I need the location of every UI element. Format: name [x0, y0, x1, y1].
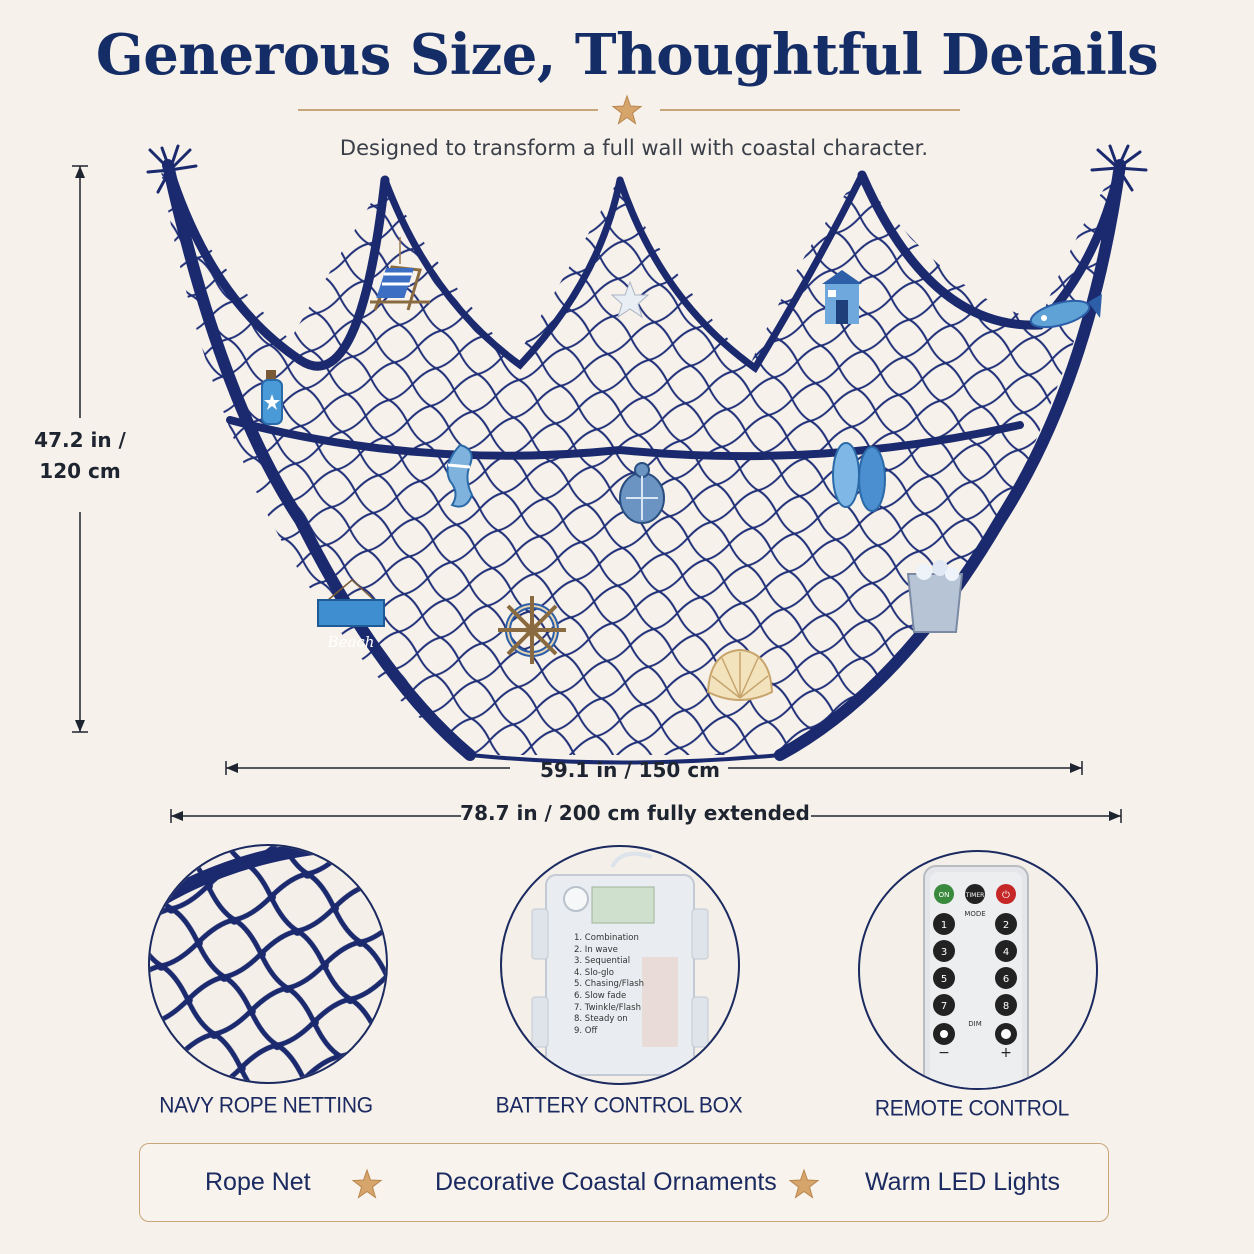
battery-mode-item: 4. Slo-glo: [574, 967, 614, 978]
svg-text:7: 7: [941, 1001, 947, 1012]
remote-timer-button: [965, 884, 985, 904]
svg-text:4: 4: [1003, 947, 1009, 958]
contents-banner: [139, 1143, 1109, 1222]
title-divider-right: [660, 109, 960, 111]
netting-closeup-image: [150, 846, 386, 1082]
starfish-separator-icon: [351, 1168, 383, 1199]
svg-text:2: 2: [1003, 920, 1009, 931]
starfish-separator-icon: [788, 1168, 820, 1199]
remote-power-button: [996, 884, 1016, 904]
remote-control-image: ON TIMER ⏻ MODE 1 3 5 7 2 4 6 8 DIM − +: [923, 865, 1029, 1088]
netting-closeup: [148, 844, 388, 1084]
height-label-line1: 47.2 in /: [34, 428, 126, 452]
extended-width-label: 78.7 in / 200 cm fully extended: [460, 801, 810, 825]
battery-box-closeup: 1. Combination 2. In wave 3. Sequential …: [500, 845, 740, 1085]
remote-left-keys: 1 3 5 7: [933, 913, 955, 1016]
width-label: 59.1 in / 150 cm: [539, 758, 721, 782]
remote-right-keys: 2 4 6 8: [995, 913, 1017, 1016]
fish-ornament: [1029, 294, 1102, 329]
battery-mode-item: 6. Slow fade: [574, 990, 627, 1001]
starfish-divider-icon: [611, 94, 643, 125]
ship-wheel-ornament: [498, 596, 566, 664]
battery-mode-item: 8. Steady on: [574, 1014, 628, 1025]
svg-text:TIMER: TIMER: [965, 892, 985, 899]
svg-text:⏻: ⏻: [1002, 890, 1010, 901]
page-subtitle: Designed to transform a full wall with c…: [339, 136, 929, 160]
svg-text:6: 6: [1003, 974, 1009, 985]
flip-flops-ornament: [832, 442, 886, 512]
banner-item-ornaments: Decorative Coastal Ornaments: [435, 1168, 777, 1196]
width-dimension-line: [225, 761, 1083, 775]
beach-sign-text: Beach: [327, 633, 375, 651]
beach-sign-ornament: [317, 579, 385, 627]
bottle-ornament: [261, 370, 283, 425]
battery-mode-item: 2. In wave: [574, 944, 618, 955]
battery-box-image: [531, 851, 709, 1076]
svg-text:1: 1: [941, 920, 947, 931]
rope-right-edge: [774, 159, 1126, 761]
svg-text:−: −: [938, 1045, 950, 1061]
title-divider-left: [298, 109, 598, 111]
battery-mode-item: 9. Off: [574, 1025, 598, 1036]
beach-chair-ornament: [370, 237, 430, 311]
svg-text:+: +: [1000, 1045, 1012, 1061]
silver-starfish-ornament: [610, 280, 650, 319]
svg-text:ON: ON: [939, 891, 950, 899]
extended-width-dimension-line: [170, 809, 1122, 823]
height-label-line2: 120 cm: [39, 459, 121, 483]
rope-middle-swag: [226, 416, 1024, 461]
battery-mode-item: 7. Twinkle/Flash: [574, 1002, 641, 1013]
beach-hut-ornament: [822, 270, 862, 324]
rope-left-edge: [162, 159, 476, 761]
remote-caption: REMOTE CONTROL: [874, 1096, 1070, 1121]
remote-control-closeup: ON TIMER ⏻ MODE 1 3 5 7 2 4 6 8 DIM − +: [858, 850, 1098, 1090]
svg-text:8: 8: [1003, 1001, 1009, 1012]
battery-mode-item: 3. Sequential: [574, 956, 631, 967]
page-title: Generous Size, Thoughtful Details: [95, 22, 1159, 88]
banner-item-led-lights: Warm LED Lights: [865, 1168, 1060, 1196]
remote-on-button: [934, 884, 954, 904]
battery-mode-list: 1. Combination 2. In wave 3. Sequential …: [574, 933, 644, 1037]
turtle-ornament: [619, 462, 665, 524]
rope-tassel-left: [146, 144, 198, 194]
svg-text:3: 3: [941, 947, 947, 958]
battery-box-caption: BATTERY CONTROL BOX: [495, 1093, 743, 1118]
fishing-net-illustration: Beach: [146, 144, 1148, 765]
battery-mode-item: 5. Chasing/Flash: [574, 979, 645, 990]
seahorse-ornament: [446, 443, 474, 508]
svg-text:5: 5: [941, 974, 947, 985]
shell-bucket-ornament: [906, 560, 964, 633]
battery-mode-item: 1. Combination: [574, 933, 639, 943]
netting-caption: NAVY ROPE NETTING: [159, 1093, 373, 1118]
height-dimension-line: [72, 165, 88, 733]
remote-dim-label: DIM: [968, 1020, 982, 1028]
rope-swag-1: [163, 160, 390, 371]
height-label: 47.2 in / 120 cm: [20, 425, 140, 487]
rope-tassel-right: [1090, 144, 1148, 192]
banner-item-rope-net: Rope Net: [205, 1168, 311, 1196]
scallop-shell-ornament: [706, 648, 774, 701]
remote-mode-label: MODE: [964, 910, 985, 918]
